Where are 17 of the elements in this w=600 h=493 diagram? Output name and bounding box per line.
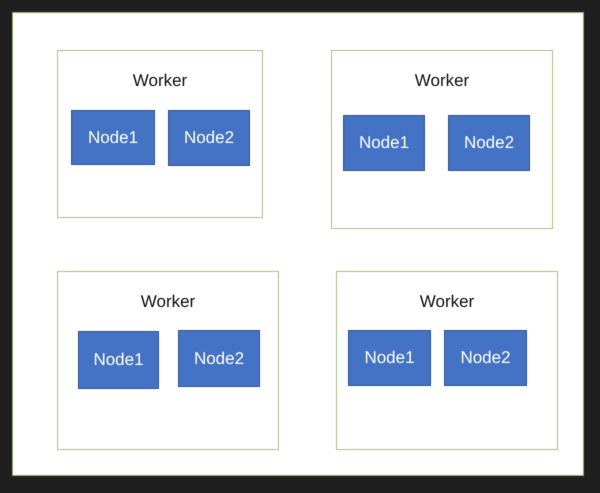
panel-background — [12, 12, 584, 476]
group-box — [336, 271, 558, 450]
group-title: Worker — [140, 292, 196, 312]
group-box — [57, 50, 263, 218]
node-box: Node1 — [348, 330, 431, 386]
node-box: Node1 — [343, 115, 425, 171]
group-box — [331, 50, 553, 229]
group-title: Worker — [132, 71, 188, 91]
node-box: Node2 — [444, 330, 527, 386]
node-box: Node1 — [71, 110, 155, 165]
group-box — [57, 271, 279, 450]
group-title: Worker — [418, 292, 476, 312]
node-box: Node2 — [168, 110, 250, 166]
node-box: Node2 — [448, 115, 530, 171]
group-title: Worker — [414, 71, 470, 91]
node-box: Node1 — [78, 331, 159, 389]
node-box: Node2 — [178, 330, 260, 387]
